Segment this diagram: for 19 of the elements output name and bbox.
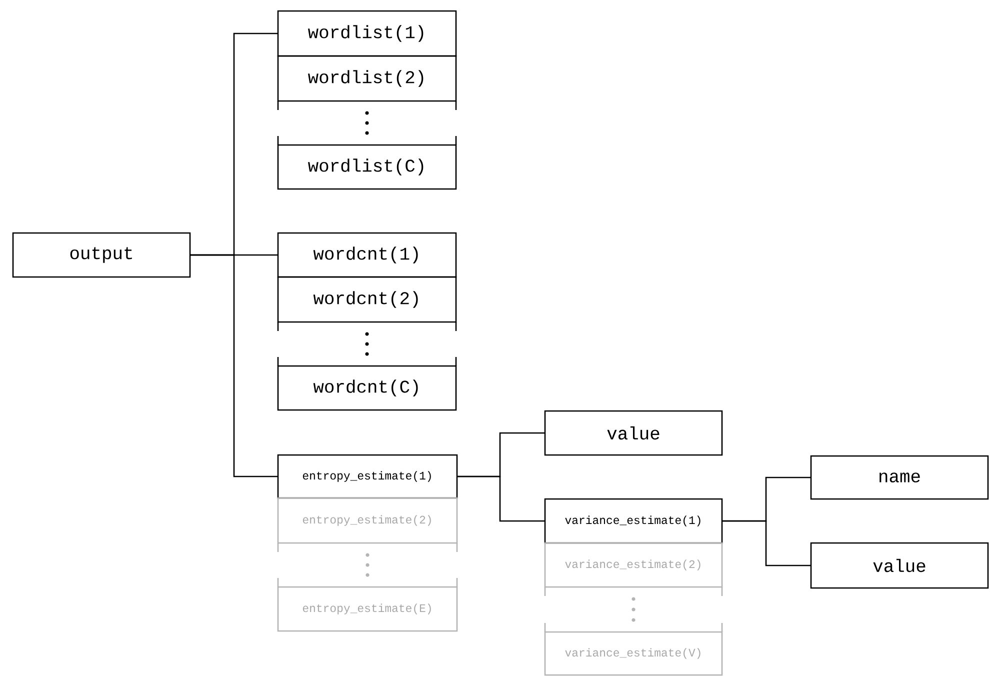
field-box: wordcnt(2) <box>277 276 457 323</box>
field-box: wordlist(1) <box>277 10 457 57</box>
field-box: variance_estimate(V) <box>544 631 723 676</box>
connector-line <box>722 520 811 566</box>
field-box: variance_estimate(2) <box>544 542 723 588</box>
field-box: entropy_estimate(2) <box>277 497 458 544</box>
field-box: value <box>544 410 723 456</box>
field-box: name <box>810 455 989 500</box>
field-box: wordlist(2) <box>277 55 457 102</box>
field-box: wordcnt(C) <box>277 365 457 411</box>
field-box: wordcnt(1) <box>277 232 457 278</box>
connector-line <box>190 254 278 478</box>
connector-line <box>457 476 545 522</box>
field-box: entropy_estimate(1) <box>277 454 458 499</box>
field-box: wordlist(C) <box>277 144 457 190</box>
field-box: entropy_estimate(E) <box>277 586 458 632</box>
field-box: output <box>12 232 191 278</box>
field-box: variance_estimate(1) <box>544 498 723 544</box>
field-box: value <box>810 542 989 589</box>
